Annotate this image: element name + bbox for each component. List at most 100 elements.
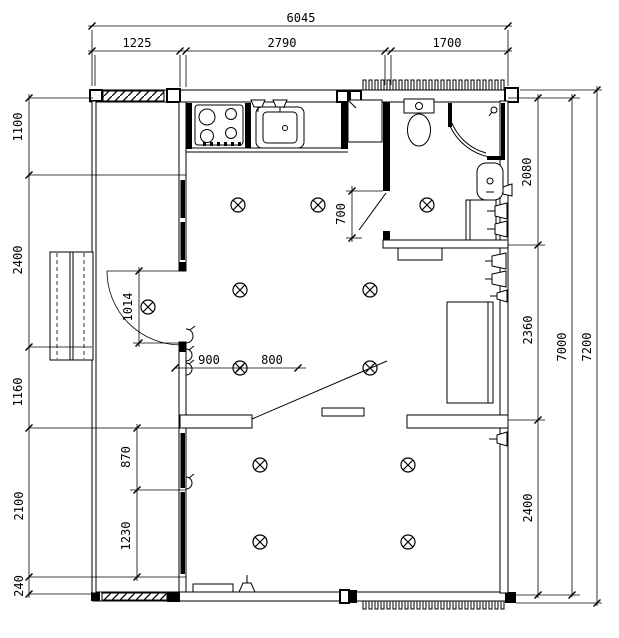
log-wall-tick — [422, 600, 427, 610]
washbasin — [476, 162, 504, 201]
log-wall-ticks — [362, 79, 505, 610]
log-wall-tick — [416, 600, 421, 610]
log-wall-tick — [482, 79, 487, 91]
log-wall-tick — [482, 600, 487, 610]
log-wall-tick — [464, 600, 469, 610]
switches-near-entry — [185, 325, 196, 376]
partition-wall-right — [406, 414, 509, 429]
ceiling-light-icon — [419, 197, 435, 213]
post-top-2 — [336, 90, 349, 103]
switch-icon — [185, 476, 193, 490]
switch-stem — [188, 473, 195, 479]
ceiling-light-icon — [310, 197, 326, 213]
log-wall-tick — [452, 600, 457, 610]
log-wall-tick — [434, 600, 439, 610]
log-wall-tick — [488, 79, 493, 91]
walls-layer — [89, 87, 519, 604]
bath-step — [397, 247, 443, 261]
stove-controls — [203, 142, 241, 146]
dim-window-offset-1: 870 — [119, 446, 133, 468]
ceiling-light-icon — [252, 457, 268, 473]
log-wall-tick — [464, 79, 469, 91]
burner — [225, 108, 237, 120]
log-wall-tick — [446, 79, 451, 91]
dim-right-total-inner: 7000 — [555, 333, 569, 362]
kitchen-sink-basin — [262, 111, 298, 144]
log-wall-tick — [458, 79, 463, 91]
dim-right-3: 2400 — [521, 494, 535, 523]
log-wall-tick — [476, 600, 481, 610]
dim-right-1: 2080 — [520, 158, 534, 187]
log-wall-tick — [488, 600, 493, 610]
ceiling-light-icon — [230, 197, 246, 213]
log-wall-tick — [470, 79, 475, 91]
log-wall-tick — [500, 79, 505, 91]
toilet-tank — [403, 98, 435, 114]
ceiling-light-icon — [140, 299, 156, 315]
log-wall-tick — [494, 79, 499, 91]
dim-left-5: 240 — [12, 575, 26, 597]
log-wall-tick — [494, 600, 499, 610]
log-wall-tick — [374, 79, 379, 91]
door-jamb — [179, 262, 186, 271]
log-wall-tick — [404, 600, 409, 610]
log-wall-tick — [500, 600, 505, 610]
log-wall-tick — [422, 79, 427, 91]
dim-left-4: 2100 — [12, 492, 26, 521]
bathroom — [403, 98, 513, 241]
bath-cabinet — [465, 199, 497, 241]
ceiling-light-icon — [400, 457, 416, 473]
log-wall-tick — [470, 600, 475, 610]
ceiling-light-icon — [252, 534, 268, 550]
log-wall-tick — [440, 600, 445, 610]
corner-post-bottom-left — [91, 592, 100, 601]
shower-wall — [487, 156, 505, 160]
post-bottom-1 — [167, 592, 180, 602]
log-wall-tick — [440, 79, 445, 91]
bottom-window-hatch — [101, 592, 168, 601]
interior-door-leaf — [251, 360, 388, 420]
burner — [198, 108, 216, 126]
entry-door-swing-arc — [106, 270, 182, 346]
wardrobe — [446, 301, 494, 404]
log-wall-tick — [446, 600, 451, 610]
ceiling-lights-layer — [140, 197, 435, 550]
log-wall-tick — [362, 79, 367, 91]
shower-head-icon — [490, 106, 498, 114]
wall-light-icon — [496, 431, 508, 447]
basin-drain — [486, 177, 494, 185]
dim-light-offset-2: 800 — [261, 353, 283, 367]
counter-divider — [245, 103, 251, 148]
post-bottom-2 — [339, 589, 350, 604]
log-wall-tick — [380, 79, 385, 91]
shower-door-track — [449, 125, 490, 158]
sink-drain — [282, 125, 288, 131]
toilet-bowl — [407, 113, 431, 147]
log-wall-tick — [410, 79, 415, 91]
entry-layer — [49, 251, 182, 361]
dim-left-3: 1160 — [11, 378, 25, 407]
log-wall-tick — [434, 79, 439, 91]
log-wall-tick — [386, 79, 391, 91]
log-wall-tick — [410, 600, 415, 610]
heater-main-room — [485, 252, 507, 288]
log-wall-tick — [398, 79, 403, 91]
ceiling-light-icon — [232, 282, 248, 298]
partition-wall-left — [179, 414, 253, 429]
window-sash — [180, 222, 185, 260]
window-sash — [180, 180, 185, 218]
right-wall — [499, 100, 509, 594]
shower-wall — [501, 103, 505, 160]
log-wall-tick — [404, 79, 409, 91]
log-wall-tick — [416, 79, 421, 91]
shower-hose — [488, 111, 493, 117]
dim-left-2: 2400 — [11, 246, 25, 275]
ceiling-light-icon — [400, 534, 416, 550]
dim-bath-door: 700 — [334, 203, 348, 225]
dim-top-overall: 6045 — [287, 11, 316, 25]
wall-socket-icon — [502, 183, 513, 197]
log-wall-tick — [368, 600, 373, 610]
toilet-flush-button — [415, 102, 423, 110]
window-sash — [180, 433, 185, 488]
